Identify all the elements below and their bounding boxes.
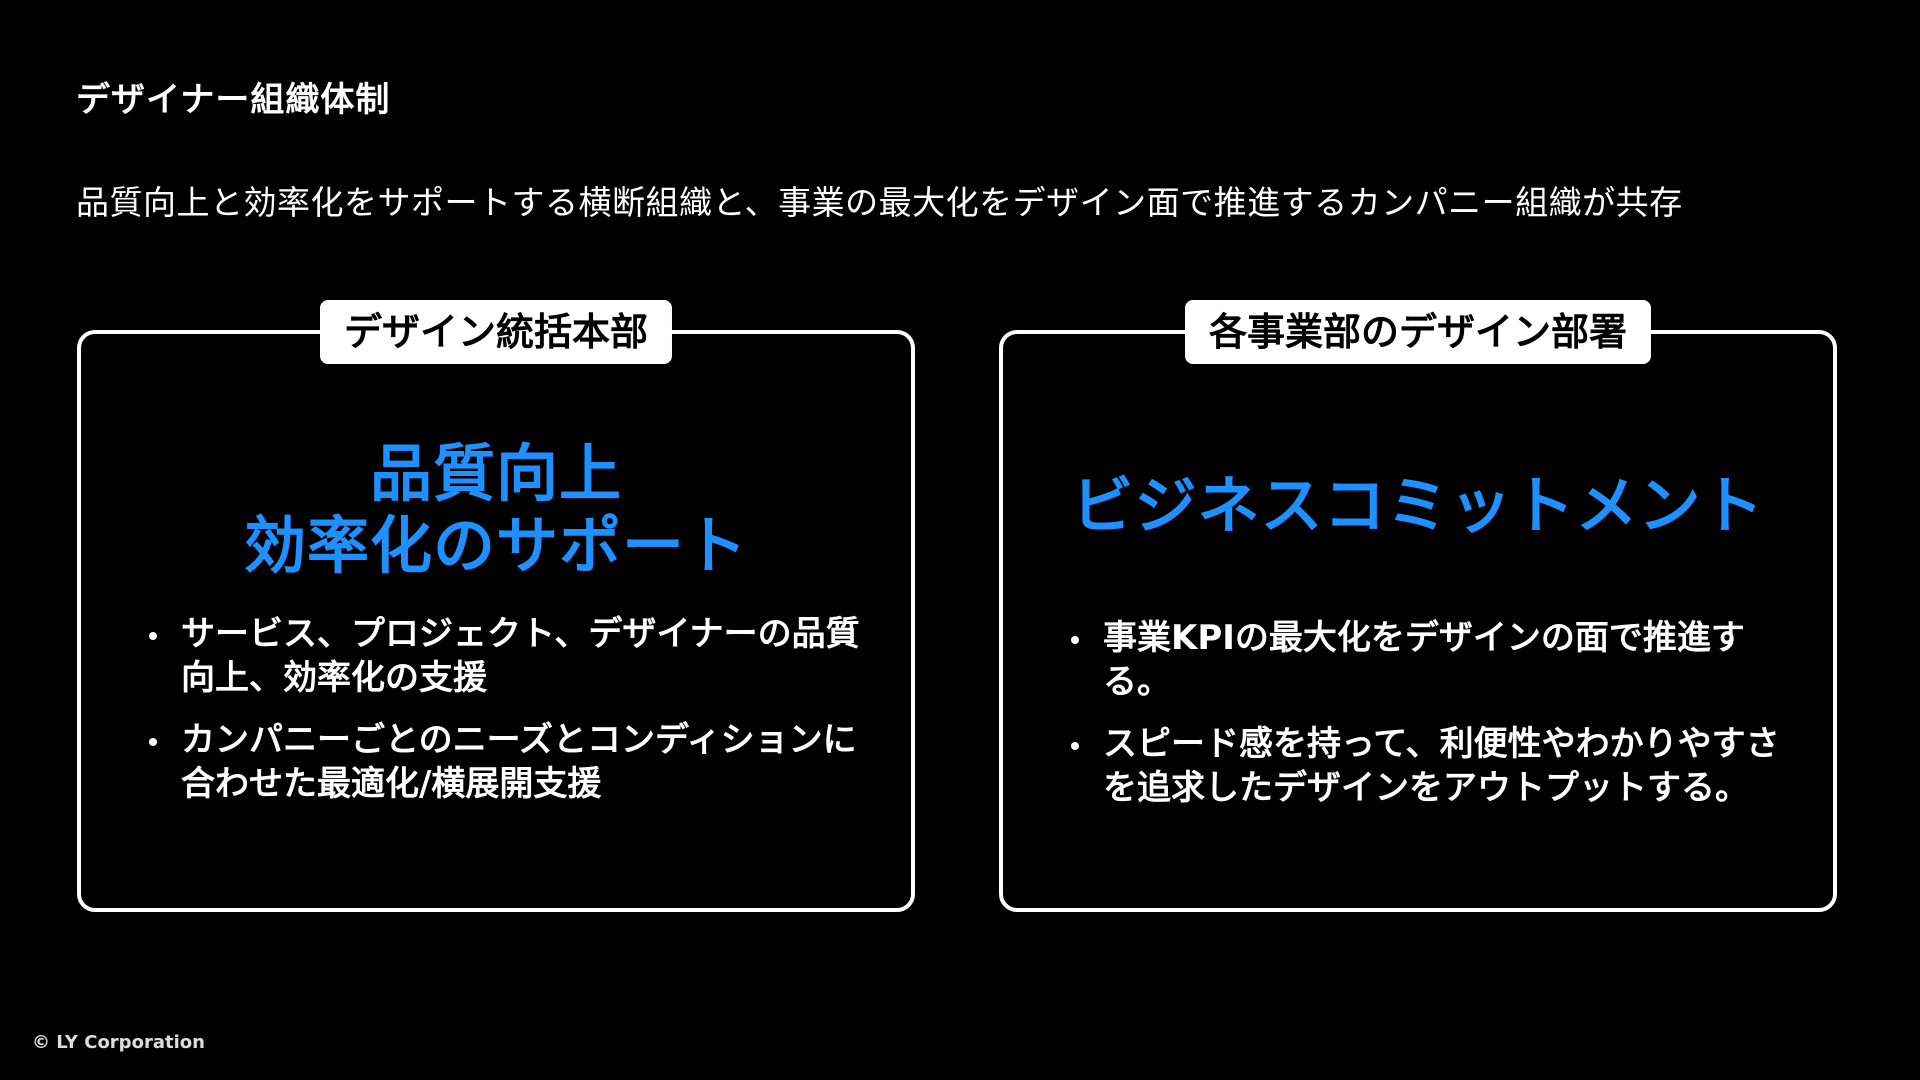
panel-heading-line: 効率化のサポート <box>243 509 748 582</box>
bullet-item: サービス、プロジェクト、デザイナーの品質向上、効率化の支援 <box>145 612 871 700</box>
bullet-item: カンパニーごとのニーズとコンディションに合わせた最適化/横展開支援 <box>145 718 871 806</box>
business-design-panel: 各事業部のデザイン部署 ビジネスコミットメント 事業KPIの最大化をデザインの面… <box>999 300 1837 912</box>
bullet-item: スピード感を持って、利便性やわかりやすさを追求したデザインをアウトプットする。 <box>1067 722 1793 810</box>
bullet-list: 事業KPIの最大化をデザインの面で推進する。 スピード感を持って、利便性やわかり… <box>1067 616 1793 828</box>
bullet-item: 事業KPIの最大化をデザインの面で推進する。 <box>1067 616 1793 704</box>
panel-heading-line: ビジネスコミットメント <box>1071 469 1765 542</box>
design-headquarters-panel: デザイン統括本部 品質向上 効率化のサポート サービス、プロジェクト、デザイナー… <box>77 300 915 912</box>
slide-subtitle: 品質向上と効率化をサポートする横断組織と、事業の最大化をデザイン面で推進するカン… <box>76 183 1683 222</box>
panel-label: デザイン統括本部 <box>319 300 673 364</box>
slide-title: デザイナー組織体制 <box>76 80 391 120</box>
panel-heading: ビジネスコミットメント <box>1003 470 1833 542</box>
panel-heading: 品質向上 効率化のサポート <box>81 438 911 582</box>
panel-heading-line: 品質向上 <box>369 437 622 510</box>
panel-label: 各事業部のデザイン部署 <box>1184 300 1652 364</box>
footer-copyright: © LY Corporation <box>32 1032 205 1053</box>
bullet-list: サービス、プロジェクト、デザイナーの品質向上、効率化の支援 カンパニーごとのニー… <box>145 612 871 824</box>
